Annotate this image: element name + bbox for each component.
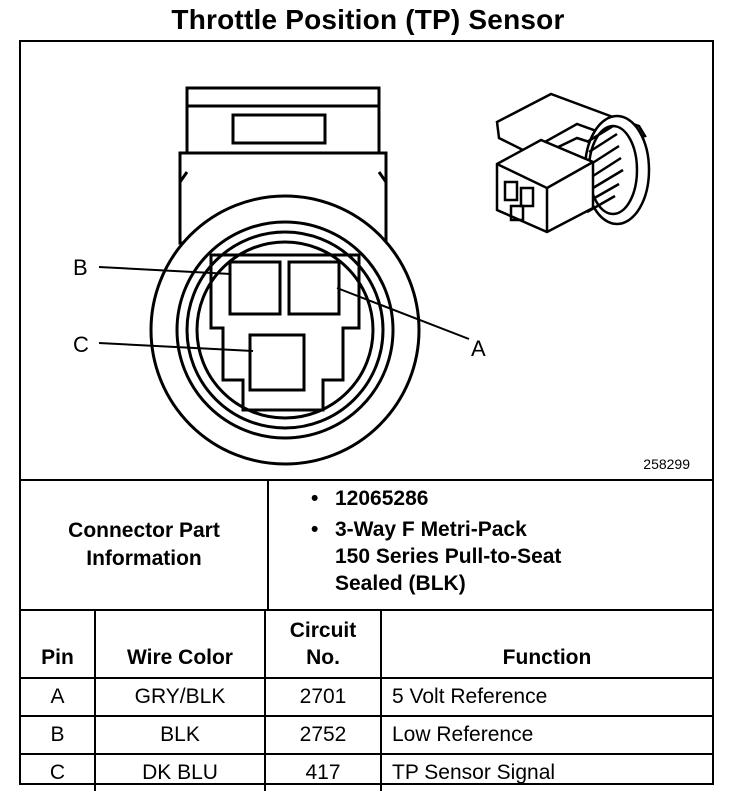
figure-number: 258299 [643,456,690,472]
header-wire-color: Wire Color [94,611,266,679]
cell-circuit: 2752 [264,715,382,755]
cell-pin: C [21,753,96,791]
connector-part-info: 12065286 3-Way F Metri-Pack 150 Series P… [269,485,709,601]
cell-function: Low Reference [380,715,712,755]
pin-label-a: A [471,336,486,361]
pinout-header-row: Pin Wire Color Circuit No. Function [21,611,712,679]
connector-iso-view [495,92,651,234]
connector-part-row: Connector Part Information 12065286 3-Wa… [21,481,712,611]
cell-wire-color: DK BLU [94,753,266,791]
pin-label-b: B [73,255,88,280]
connector-face-drawing: B C A [73,86,651,466]
leader-c [98,342,254,352]
terminal-b [228,260,282,316]
terminal-cavity [209,253,361,412]
leader-b [98,266,232,275]
pin-label-c: C [73,332,89,357]
part-description-line3: Sealed (BLK) [335,572,466,595]
connector-lock-window [231,113,327,145]
sensor-info-frame: B C A 258299 Connector Part Information … [19,40,714,791]
leader-a [336,287,470,340]
part-description-line2: 150 Series Pull-to-Seat [335,545,562,568]
table-row: A GRY/BLK 2701 5 Volt Reference [21,677,712,717]
part-description: 3-Way F Metri-Pack 150 Series Pull-to-Se… [269,516,709,597]
page-title: Throttle Position (TP) Sensor [171,4,565,35]
cell-wire-color: GRY/BLK [94,677,266,717]
header-circuit-line1: Circuit [289,619,357,642]
cell-pin: A [21,677,96,717]
header-circuit: Circuit No. [264,611,382,679]
terminal-c [248,333,306,392]
cell-function: 5 Volt Reference [380,677,712,717]
connector-diagram: B C A 258299 [21,42,712,481]
cell-circuit: 417 [264,753,382,791]
header-circuit-line2: No. [306,646,340,669]
pinout-table: Pin Wire Color Circuit No. Function A GR… [21,611,712,791]
part-number: 12065286 [269,485,709,512]
header-pin: Pin [21,611,96,679]
connector-part-label: Connector Part Information [21,481,269,609]
cell-pin: B [21,715,96,755]
table-row: C DK BLU 417 TP Sensor Signal [21,753,712,791]
cell-circuit: 2701 [264,677,382,717]
cell-function: TP Sensor Signal [380,753,712,791]
cell-wire-color: BLK [94,715,266,755]
connector-part-label-line1: Connector Part [68,519,220,542]
connector-outer-ring [149,194,421,466]
part-description-line1: 3-Way F Metri-Pack [335,518,527,541]
header-function: Function [380,611,712,679]
connector-part-label-line2: Information [86,547,202,570]
table-row: B BLK 2752 Low Reference [21,715,712,755]
